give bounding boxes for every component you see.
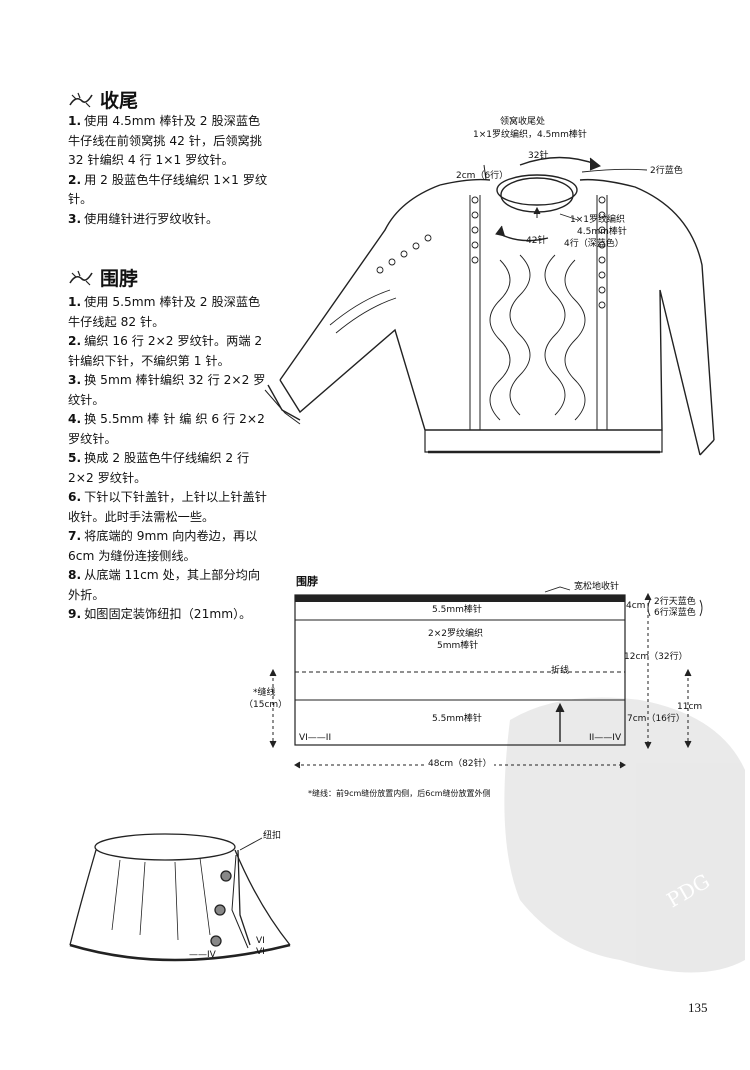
- front-rows-label: 4行（深蓝色）: [564, 239, 624, 249]
- neckwarmer-diagram-title: 围脖: [296, 575, 318, 588]
- neckwarmer-step: 7.将底端的 9mm 向内卷边，再以 6cm 为缝份连接侧线。: [68, 529, 258, 563]
- neck-finish-title: 领窝收尾处: [500, 117, 546, 127]
- neckwarmer-step: 2.编织 16 行 2×2 罗纹针。两端 2 针编织下针，不编织第 1 针。: [68, 334, 263, 368]
- bottom-height-label: 7cm（16行）: [627, 714, 685, 724]
- collar-diagram: [69, 833, 291, 962]
- top-colors-2: 6行深蓝色: [654, 608, 696, 618]
- neckwarmer-step: 9.如图固定装饰纽扣（21mm）。: [68, 607, 252, 621]
- sweater-diagram: [264, 156, 715, 456]
- collar-mark-right-2: VI: [256, 947, 265, 957]
- collar-mark-left: ——IV: [189, 950, 216, 960]
- finishing-step: 2.用 2 股蓝色牛仔线编织 1×1 罗纹针。: [68, 172, 268, 207]
- neckwarmer-heading: 围脖: [68, 264, 138, 291]
- neckwarmer-steps: 1.使用 5.5mm 棒针及 2 股深蓝色牛仔线起 82 针。 2.编织 16 …: [68, 293, 268, 625]
- band-bottom-label: 5.5mm棒针: [432, 714, 482, 724]
- mid-height-label: 12cm（32行）: [624, 652, 688, 662]
- seam-footnote: *缝线：前9cm缝份放置内侧，后6cm缝份放置外侧: [308, 789, 491, 798]
- neckwarmer-step: 6.下针以下针盖针，上针以上针盖针收针。此时手法需松一些。: [68, 490, 267, 524]
- neckwarmer-step: 3.换 5mm 棒针编织 32 行 2×2 罗纹针。: [68, 373, 266, 407]
- yarn-icon: [69, 270, 93, 285]
- loose-bindoff-label: 宽松地收针: [574, 582, 620, 592]
- finishing-heading: 收尾: [68, 86, 138, 113]
- width-label: 48cm（82针）: [426, 759, 494, 770]
- seam-height-label: （15cm）: [244, 700, 288, 710]
- page-number: 135: [688, 1000, 708, 1015]
- front-needle-label: 4.5mm棒针: [577, 227, 627, 237]
- top-rows-height: 4cm: [626, 601, 646, 611]
- neckwarmer-title: 围脖: [100, 268, 139, 290]
- left-mark: VI——II: [299, 733, 332, 743]
- fold-line-label: 折线: [551, 666, 570, 676]
- mid-rib-label: 2×2罗纹编织: [428, 629, 483, 639]
- collar-mark-right-1: VI: [256, 936, 265, 946]
- yarn-icon: [69, 92, 93, 107]
- neckwarmer-step: 8.从底端 11cm 处，其上部分均向外折。: [68, 568, 261, 602]
- band-top-label: 5.5mm棒针: [432, 605, 482, 615]
- neckwarmer-step: 5.换成 2 股蓝色牛仔线编织 2 行 2×2 罗纹针。: [68, 451, 250, 485]
- neckwarmer-step: 4.换 5.5mm 棒 针 编 织 6 行 2×2 罗纹针。: [68, 412, 265, 446]
- front-stitch-count: 42针: [526, 236, 547, 246]
- button-label: 纽扣: [263, 831, 282, 841]
- finishing-step: 3.使用缝针进行罗纹收针。: [68, 211, 219, 226]
- top-rows-label: 2行蓝色: [650, 166, 683, 176]
- finishing-step: 1.使用 4.5mm 棒针及 2 股深蓝色牛仔线在前领窝挑 42 针，后领窝挑 …: [68, 114, 262, 167]
- neck-depth-label: 2cm（6行）: [456, 171, 509, 181]
- neckwarmer-step: 1.使用 5.5mm 棒针及 2 股深蓝色牛仔线起 82 针。: [68, 295, 261, 329]
- right-mark: II——IV: [589, 733, 622, 743]
- top-colors-1: 2行天蓝色: [654, 597, 696, 607]
- mid-needle-label: 5mm棒针: [437, 641, 479, 651]
- right-height-label: 11cm: [677, 702, 703, 712]
- finishing-title: 收尾: [100, 90, 139, 112]
- watermark-seal: PDG: [504, 697, 745, 973]
- front-rib-label: 1×1罗纹编织: [570, 215, 625, 225]
- neck-finish-sub: 1×1罗纹编织，4.5mm棒针: [473, 130, 587, 140]
- finishing-steps: 1.使用 4.5mm 棒针及 2 股深蓝色牛仔线在前领窝挑 42 针，后领窝挑 …: [68, 112, 268, 229]
- back-stitch-count: 32针: [528, 151, 549, 161]
- seam-label: *缝线: [253, 688, 276, 698]
